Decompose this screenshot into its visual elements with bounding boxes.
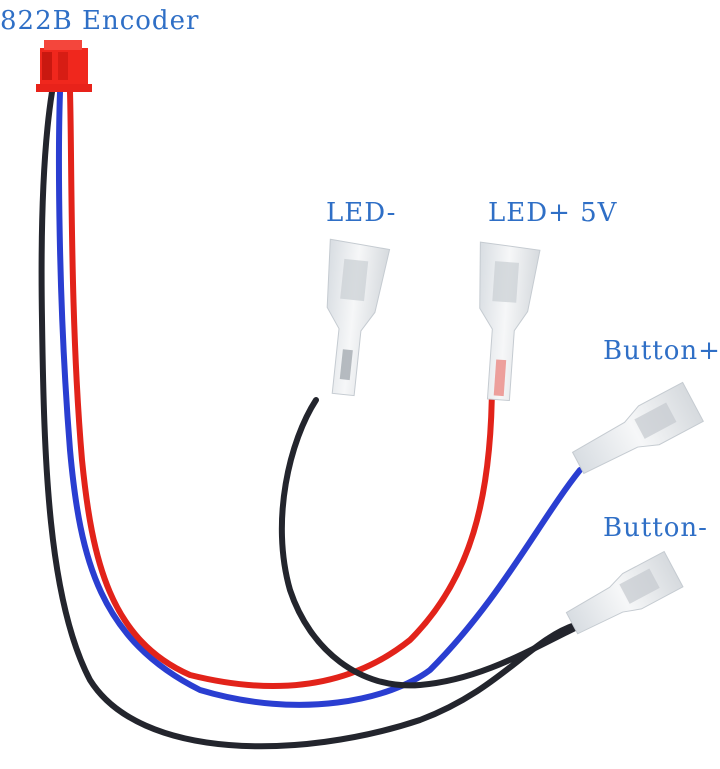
led-minus-label: LED- <box>326 198 397 228</box>
button-minus-terminal <box>565 550 684 635</box>
button-plus-terminal <box>571 381 704 475</box>
black-wire-led-minus <box>278 397 578 689</box>
button-minus-label: Button- <box>603 513 708 543</box>
encoder-connector <box>36 40 92 92</box>
led-plus-label: LED+ 5V <box>488 198 618 228</box>
blue-wire-button-plus <box>56 89 583 708</box>
black-wire-button-minus <box>38 89 578 750</box>
button-plus-label: Button+ <box>603 336 720 366</box>
red-wire-led-plus <box>67 89 495 690</box>
led-plus-terminal <box>479 241 541 402</box>
led-minus-terminal <box>326 238 391 397</box>
encoder-label: 822B Encoder <box>0 6 200 36</box>
